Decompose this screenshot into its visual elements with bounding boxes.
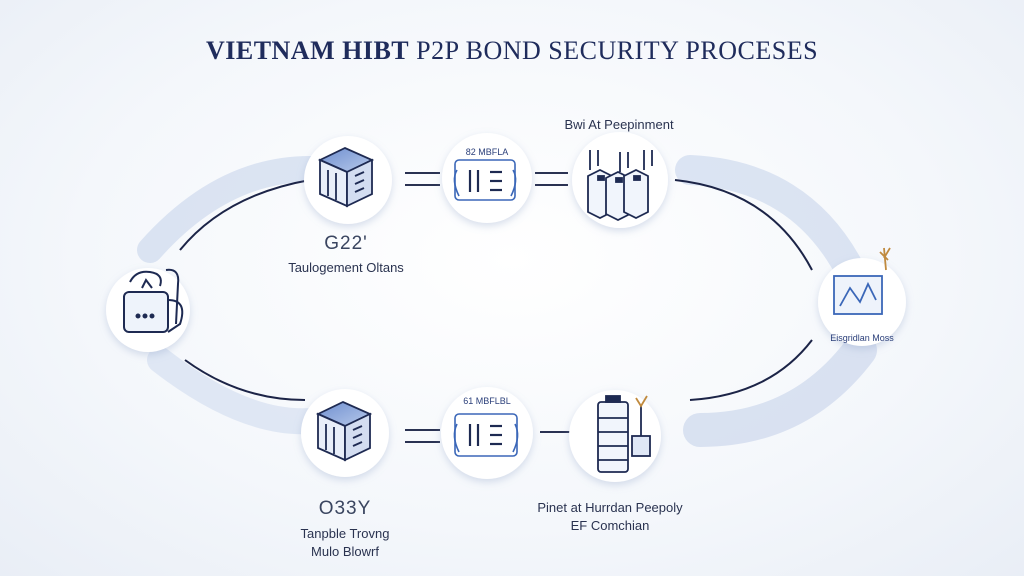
link-lines xyxy=(405,172,572,443)
top-token-tag: 82 MBFLA xyxy=(465,147,509,157)
bottom-left-caption-1: Tanpble Trovng xyxy=(300,526,390,541)
top-right-node-label: Bwi At Peepinment xyxy=(564,117,674,132)
token-glyph xyxy=(468,424,502,446)
document-scan-icon xyxy=(453,159,517,201)
top-token-node xyxy=(442,133,532,223)
page-title: VIETNAM HIBT P2P BOND SECURITY PROCESES xyxy=(0,36,1024,66)
top-left-caption: Taulogement Oltans xyxy=(288,260,404,275)
document-scan-icon xyxy=(453,413,519,457)
bottom-token-tag: 61 MBFLBL xyxy=(463,396,511,406)
right-node xyxy=(818,247,906,346)
left-node xyxy=(106,268,190,352)
cube-icon xyxy=(317,147,375,208)
top-cube-node xyxy=(304,136,392,224)
storage-battery-icon xyxy=(597,395,651,473)
arc-bottom-left xyxy=(184,359,306,401)
title-main: VIETNAM HIBT xyxy=(205,36,410,65)
right-node-label: Eisgridlan Moss xyxy=(830,333,894,343)
cube-icon xyxy=(315,401,373,462)
top-left-code: G22' xyxy=(324,233,368,254)
server-racks-icon xyxy=(587,150,653,222)
wallet-bag-icon xyxy=(123,268,184,333)
title-subtitle: P2P BOND SECURITY PROCESES xyxy=(416,36,819,65)
connector-arcs xyxy=(179,179,813,401)
bottom-token-node xyxy=(441,387,533,479)
arc-bottom-right xyxy=(689,339,813,401)
bottom-right-caption-2: EF Comchian xyxy=(570,518,650,533)
arc-top-left xyxy=(179,179,311,251)
bottom-left-code: O33Y xyxy=(318,498,372,519)
token-glyph xyxy=(468,170,502,192)
bottom-cube-node xyxy=(301,389,389,477)
bottom-left-caption-2: Mulo Blowrf xyxy=(311,544,379,559)
bottom-right-caption-1: Pinet at Hurrdan Peepoly xyxy=(537,500,683,515)
arc-top-right xyxy=(674,179,813,271)
chart-monitor-icon xyxy=(833,247,891,315)
top-server-node xyxy=(572,132,668,228)
bottom-battery-node xyxy=(569,390,661,482)
